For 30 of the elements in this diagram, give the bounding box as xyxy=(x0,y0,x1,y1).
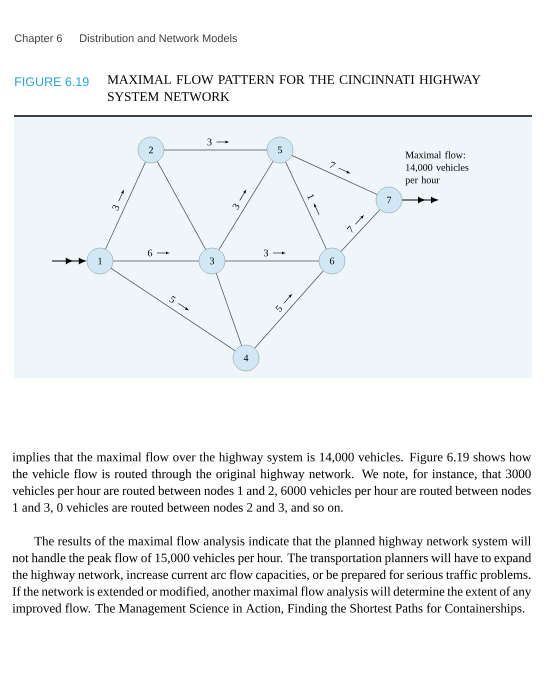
figure-title: MAXIMAL FLOW PATTERN FOR THE CINCINNATI HIGHWAY SYSTEM NETWORK xyxy=(108,75,481,102)
chapter-label: Chapter 6 xyxy=(14,34,62,44)
road-line xyxy=(224,260,320,262)
flow-note: Maximal flow: 14,000 vehicles per hour xyxy=(405,151,468,186)
edge-label: 5 xyxy=(169,296,176,303)
road-line xyxy=(292,155,378,195)
edge-label: 7 xyxy=(330,161,336,168)
edge-label: 3 xyxy=(232,204,240,210)
paragraph: implies that the maximal flow over the highway system is 14,000 vehicles. Figure 6.19 shows how the vehicle flow is routed through the original highway network. We note, for instance, that 3000 vehicles per hour are routed between nodes 1 and 2, 6000 vehicles per hour are routed between nodes 1 and 3, 0 vehicles are routed between nodes 2 and 3, and so on. xyxy=(12,452,532,514)
edge-label: 3 xyxy=(264,250,268,256)
edge-label: 5 xyxy=(275,305,282,312)
chapter-heading: Distribution and Network Models xyxy=(80,34,238,42)
edge-label: 7 xyxy=(346,226,352,233)
road-line xyxy=(105,162,146,250)
road-line xyxy=(216,273,242,346)
road-line xyxy=(157,161,206,250)
road-line xyxy=(110,268,236,352)
figure-number: FIGURE 6.19 xyxy=(15,77,89,86)
edge-label: 6 xyxy=(148,250,152,256)
edge-label: 1 xyxy=(307,194,314,200)
road-line xyxy=(112,260,200,262)
flow-arrow xyxy=(52,258,86,264)
flow-arrow xyxy=(402,196,438,204)
paragraph: The results of the maximal flow analysis indicate that the planned highway network system will not handle the peak flow of 15,000 vehicles per hour. The transportation planners will have to expand the highway network, increase current arc flow capacities, or be prepared for serious traffic problems. If the network is extended or modified, another maximal flow analysis will determine the extent of any improved flow. The Management Science in Action, Finding the Shortest Paths for Containerships. xyxy=(12,536,532,616)
edge-label: 3 xyxy=(112,205,119,211)
road-line xyxy=(254,270,324,348)
edge-label: 3 xyxy=(207,138,212,146)
road-line xyxy=(218,160,274,250)
road-line xyxy=(340,209,380,252)
road-line xyxy=(285,162,327,250)
